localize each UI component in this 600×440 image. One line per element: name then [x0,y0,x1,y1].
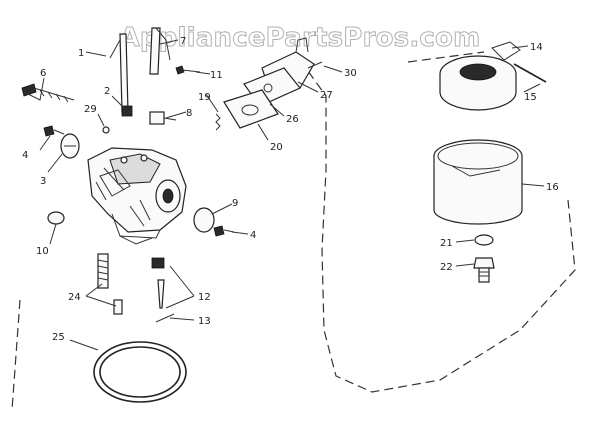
float-needle-seat [151,257,165,269]
part-label-27: 27 [320,90,333,101]
part-label-12: 12 [198,292,211,303]
part-label-26: 26 [286,114,299,125]
part-label-4-right: 4 [250,230,256,241]
part-label-29: 29 [84,104,97,115]
screw-right [213,225,235,237]
main-jet [97,253,109,289]
part-label-21: 21 [440,238,453,249]
assembly-boundary-dashed-line-top [407,51,485,63]
part-label-7: 7 [180,36,186,47]
spring-small [215,113,221,131]
part-label-16: 16 [546,182,559,193]
part-label-20: 20 [270,142,283,153]
carburetor-float [439,41,521,111]
part-label-25: 25 [52,332,65,343]
float-pin [513,63,547,83]
part-label-3: 3 [40,176,46,187]
leader-lines [23,39,545,351]
throttle-plate [193,207,215,233]
part-label-15: 15 [524,92,537,103]
float-needle [157,279,165,309]
choke-shaft [149,27,171,75]
part-label-24: 24 [68,292,81,303]
bowl-o-ring [93,341,187,403]
part-label-14: 14 [530,42,543,53]
fuel-inlet-screw [307,61,323,69]
sealing-washer [47,211,65,225]
part-label-6: 6 [40,68,46,79]
check-ball [102,126,110,134]
idle-screw [175,65,201,75]
bowl-nut [473,257,495,283]
part-label-9: 9 [232,198,238,209]
mixture-needle-screw [21,83,75,103]
assembly-boundary-dashed-line [299,59,576,393]
part-label-8: 8 [186,108,192,119]
part-label-2: 2 [104,86,110,97]
fuel-bowl [433,139,523,225]
carburetor-body [87,147,187,245]
part-label-13: 13 [198,316,211,327]
screw-upper-left [43,125,65,137]
watermark: AppliancePartsPros.com [120,23,481,53]
bowl-nut-washer [474,234,494,246]
pump-diaphragm [223,89,279,129]
part-label-30: 30 [344,68,357,79]
assembly-boundary-dashed-line-left [11,299,21,411]
float-hinge-pin [155,313,175,323]
part-label-19: 19 [198,92,211,103]
part-label-1: 1 [78,48,84,59]
part-label-11: 11 [210,70,223,81]
part-label-4-left: 4 [22,150,28,161]
part-label-22: 22 [440,262,453,273]
throttle-spring [121,105,133,117]
part-label-10: 10 [36,246,49,257]
idle-speed-screw-assembly [149,111,177,125]
jet-washer [113,299,123,315]
